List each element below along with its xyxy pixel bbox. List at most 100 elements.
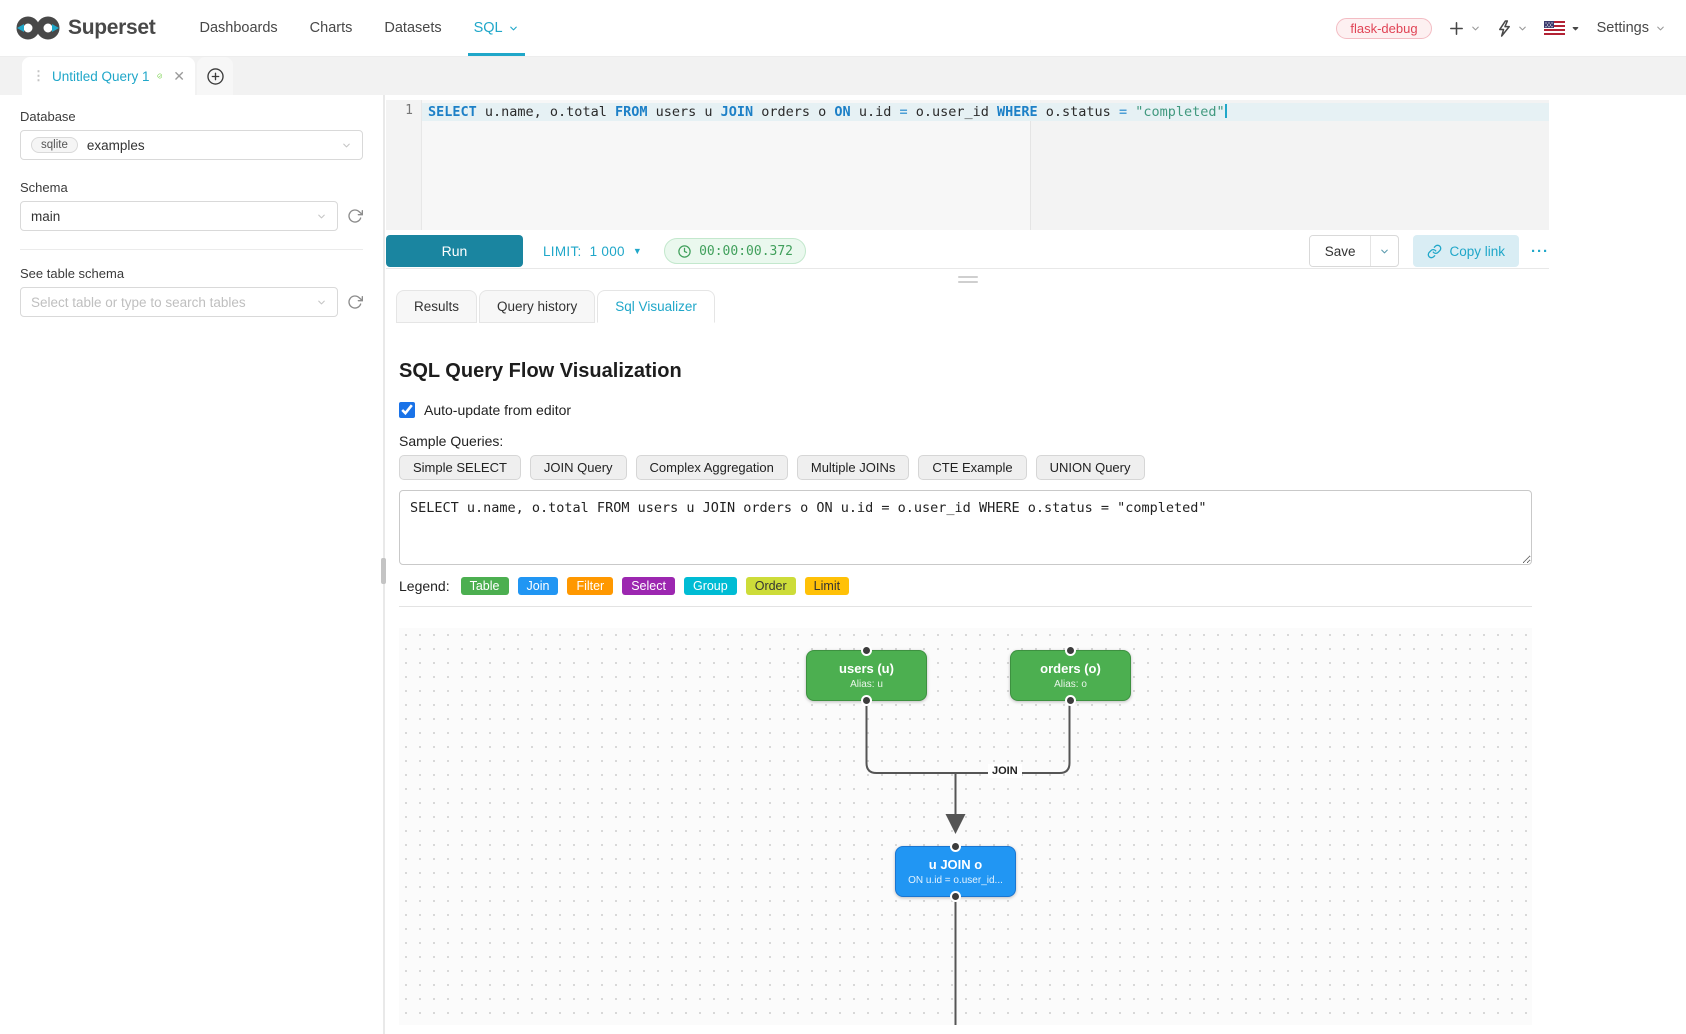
legend-badge-order: Order — [745, 577, 796, 595]
query-tab-title: Untitled Query 1 — [52, 68, 150, 84]
flow-edges — [865, 703, 1071, 1025]
sidebar-resize-handle[interactable] — [381, 558, 386, 584]
top-navbar: Superset Dashboards Charts Datasets SQL fla… — [0, 0, 1686, 57]
settings-label: Settings — [1596, 20, 1649, 36]
database-label: Database — [20, 109, 76, 124]
tab-results[interactable]: Results — [396, 290, 478, 323]
flow-node-users[interactable]: users (u) Alias: u — [806, 647, 927, 704]
close-tab-icon[interactable]: ✕ — [173, 67, 185, 84]
legend-badge-limit: Limit — [804, 577, 850, 595]
nav-item-dashboards[interactable]: Dashboards — [183, 0, 293, 56]
more-options-icon[interactable]: ··· — [1531, 242, 1549, 260]
legend-badge-join: Join — [517, 577, 559, 595]
sample-query-button-multiple-joins[interactable]: Multiple JOINs — [796, 455, 910, 480]
flow-node-orders[interactable]: orders (o) Alias: o — [1010, 647, 1131, 704]
nav-item-charts[interactable]: Charts — [294, 0, 369, 56]
main-nav: Dashboards Charts Datasets SQL — [183, 0, 534, 56]
editor-code-area[interactable]: SELECT u.name, o.total FROM users u JOIN… — [422, 100, 1549, 230]
editor-gutter: 1 — [386, 100, 422, 230]
flow-node-join[interactable]: u JOIN o ON u.id = o.user_id... — [895, 843, 1016, 900]
new-item-menu[interactable] — [1448, 20, 1481, 37]
sample-query-button-cte-example[interactable]: CTE Example — [918, 455, 1027, 480]
sql-token: u.name, o.total — [484, 104, 615, 120]
clock-icon — [678, 244, 691, 258]
nav-item-datasets[interactable]: Datasets — [368, 0, 457, 56]
schema-select[interactable]: main — [20, 201, 338, 231]
new-query-tab-button[interactable] — [197, 57, 233, 95]
sample-query-button-complex-aggregation[interactable]: Complex Aggregation — [635, 455, 788, 480]
drag-handle-icon[interactable]: ⋮ — [32, 68, 45, 83]
chevron-down-icon — [1471, 26, 1479, 30]
sample-queries-label: Sample Queries: — [399, 433, 504, 449]
table-select-placeholder: Select table or type to search tables — [31, 294, 246, 310]
refresh-schema-icon[interactable] — [347, 208, 363, 224]
save-options-caret[interactable] — [1370, 236, 1398, 266]
query-search-menu[interactable] — [1497, 19, 1528, 37]
editor-toolbar: Run LIMIT: 1 000 ▼ 00:00:00.372 Save — [386, 235, 1549, 267]
legend-badge-select: Select — [622, 577, 675, 595]
superset-brand[interactable]: Superset — [16, 15, 156, 41]
db-engine-badge: sqlite — [31, 137, 78, 153]
node-subtitle: ON u.id = o.user_id... — [908, 875, 1003, 886]
legend-badge-group: Group — [683, 577, 737, 595]
nav-item-sql[interactable]: SQL — [458, 0, 535, 56]
visualizer-title: SQL Query Flow Visualization — [399, 360, 682, 382]
panel-resize-handle[interactable] — [958, 276, 978, 286]
tab-sql-visualizer[interactable]: Sql Visualizer — [597, 290, 715, 323]
sidebar-resize-divider — [381, 95, 386, 1034]
run-button[interactable]: Run — [386, 235, 523, 267]
sample-query-button-union-query[interactable]: UNION Query — [1035, 455, 1145, 480]
sql-token: WHERE — [997, 104, 1046, 120]
sql-editor[interactable]: 1 SELECT u.name, o.total FROM users u JO… — [386, 100, 1549, 230]
caret-down-icon — [1572, 26, 1578, 30]
limit-dropdown[interactable]: LIMIT: 1 000 ▼ — [543, 244, 642, 259]
auto-update-checkbox[interactable] — [399, 402, 415, 418]
limit-label: LIMIT: — [543, 243, 582, 259]
sample-query-button-simple-select[interactable]: Simple SELECT — [399, 455, 521, 480]
legend-badge-table: Table — [460, 577, 509, 595]
copy-link-label: Copy link — [1449, 243, 1505, 259]
node-handle-dot[interactable] — [1067, 647, 1074, 654]
query-tab[interactable]: ⋮ Untitled Query 1 ✕ — [22, 57, 195, 95]
brand-name: Superset — [68, 16, 156, 39]
copy-link-button[interactable]: Copy link — [1413, 235, 1519, 267]
sql-token: orders o — [761, 104, 835, 120]
settings-menu[interactable]: Settings — [1597, 20, 1666, 36]
panel-divider — [386, 268, 1549, 269]
tab-query-history[interactable]: Query history — [479, 290, 596, 323]
nav-item-label: SQL — [473, 20, 503, 36]
query-textarea[interactable] — [399, 490, 1532, 565]
sample-query-buttons: Simple SELECT JOIN Query Complex Aggregati… — [399, 455, 1145, 480]
node-handle-dot[interactable] — [952, 893, 959, 900]
sample-query-button-join-query[interactable]: JOIN Query — [529, 455, 627, 480]
nav-item-label: Charts — [309, 20, 353, 36]
node-title: users (u) — [839, 661, 894, 676]
sql-token: SELECT — [428, 104, 485, 120]
language-menu[interactable] — [1543, 21, 1581, 35]
us-flag-icon — [1543, 21, 1565, 35]
database-value: examples — [86, 137, 145, 153]
environment-badge: flask-debug — [1336, 17, 1432, 39]
line-number: 1 — [405, 103, 413, 118]
plus-icon — [1449, 21, 1463, 35]
table-select[interactable]: Select table or type to search tables — [20, 287, 338, 317]
node-handle-dot[interactable] — [863, 697, 870, 704]
visualizer-divider — [399, 606, 1532, 607]
refresh-tables-icon[interactable] — [347, 294, 363, 310]
node-handle-dot[interactable] — [1067, 697, 1074, 704]
node-handle-dot[interactable] — [952, 843, 959, 850]
query-timer-badge: 00:00:00.372 — [664, 238, 806, 264]
table-schema-label: See table schema — [20, 266, 125, 281]
save-button[interactable]: Save — [1309, 236, 1371, 266]
sql-code-line[interactable]: SELECT u.name, o.total FROM users u JOIN… — [422, 103, 1549, 121]
query-tabstrip: ⋮ Untitled Query 1 ✕ — [0, 57, 1686, 95]
nav-item-label: Datasets — [384, 20, 442, 36]
sql-token: u.id — [858, 104, 900, 120]
sql-token: o.status — [1045, 104, 1119, 120]
database-select[interactable]: sqlite examples — [20, 130, 363, 160]
schema-value: main — [31, 208, 61, 224]
node-title: u JOIN o — [928, 857, 983, 872]
flow-canvas[interactable]: users (u) Alias: u orders (o) Alias: o u… — [399, 628, 1532, 1025]
chevron-down-icon — [318, 300, 325, 304]
node-handle-dot[interactable] — [863, 647, 870, 654]
